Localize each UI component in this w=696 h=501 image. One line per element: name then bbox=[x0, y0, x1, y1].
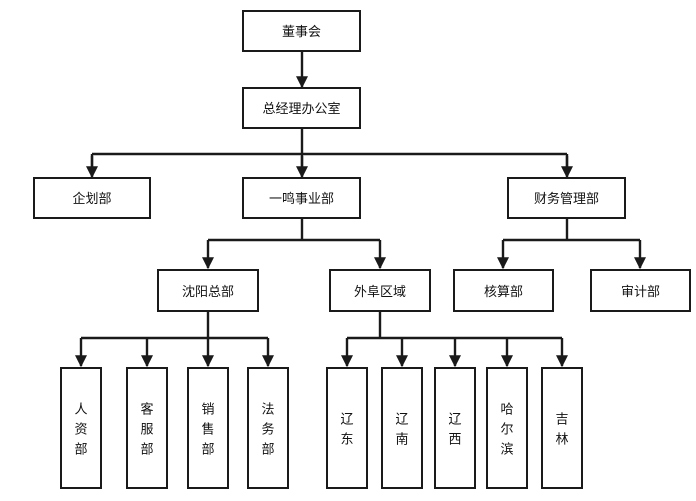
node-liaodong: 辽东 bbox=[326, 367, 368, 489]
node-customer-service-label: 客服部 bbox=[140, 402, 153, 458]
node-finance: 财务管理部 bbox=[507, 177, 626, 219]
node-planning-label: 企划部 bbox=[72, 191, 111, 207]
edge-shenyang-branches bbox=[81, 311, 268, 340]
node-yiming: 一鸣事业部 bbox=[242, 177, 361, 219]
node-accounting: 核算部 bbox=[453, 269, 554, 312]
node-gm-office: 总经理办公室 bbox=[242, 87, 361, 129]
node-jilin: 吉林 bbox=[541, 367, 583, 489]
node-sales: 销售部 bbox=[187, 367, 229, 489]
node-audit-label: 审计部 bbox=[621, 285, 660, 300]
edge-gm-office-branches bbox=[90, 128, 569, 176]
node-liaonan: 辽南 bbox=[381, 367, 423, 489]
node-shenyang-label: 沈阳总部 bbox=[182, 285, 234, 300]
node-legal: 法务部 bbox=[247, 367, 289, 489]
edge-outer-region-branches bbox=[347, 311, 562, 340]
node-gm-office-label: 总经理办公室 bbox=[262, 101, 340, 117]
node-liaodong-label: 辽东 bbox=[340, 413, 353, 448]
node-hr: 人资部 bbox=[60, 367, 102, 489]
node-outer-region-label: 外阜区域 bbox=[354, 284, 406, 300]
node-harbin: 哈尔滨 bbox=[486, 367, 528, 489]
node-customer-service: 客服部 bbox=[126, 367, 168, 489]
node-finance-label: 财务管理部 bbox=[534, 191, 599, 207]
node-liaoxi: 辽西 bbox=[434, 367, 476, 489]
connectors bbox=[75, 51, 646, 368]
node-audit: 审计部 bbox=[590, 269, 691, 312]
node-board: 董事会 bbox=[242, 10, 361, 52]
node-harbin-label: 哈尔滨 bbox=[500, 403, 513, 458]
node-legal-label: 法务部 bbox=[261, 403, 274, 458]
node-planning: 企划部 bbox=[33, 177, 151, 219]
node-accounting-label: 核算部 bbox=[484, 285, 523, 300]
node-hr-label: 人资部 bbox=[74, 403, 87, 458]
node-board-label: 董事会 bbox=[282, 25, 321, 40]
node-liaonan-label: 辽南 bbox=[395, 413, 408, 448]
node-yiming-label: 一鸣事业部 bbox=[269, 191, 334, 207]
edge-finance-branches bbox=[503, 218, 640, 242]
node-liaoxi-label: 辽西 bbox=[448, 413, 461, 448]
node-jilin-label: 吉林 bbox=[555, 413, 568, 448]
edge-yiming-branches bbox=[208, 218, 380, 242]
node-sales-label: 销售部 bbox=[201, 403, 214, 458]
node-outer-region: 外阜区域 bbox=[329, 269, 431, 312]
node-shenyang: 沈阳总部 bbox=[157, 269, 259, 312]
